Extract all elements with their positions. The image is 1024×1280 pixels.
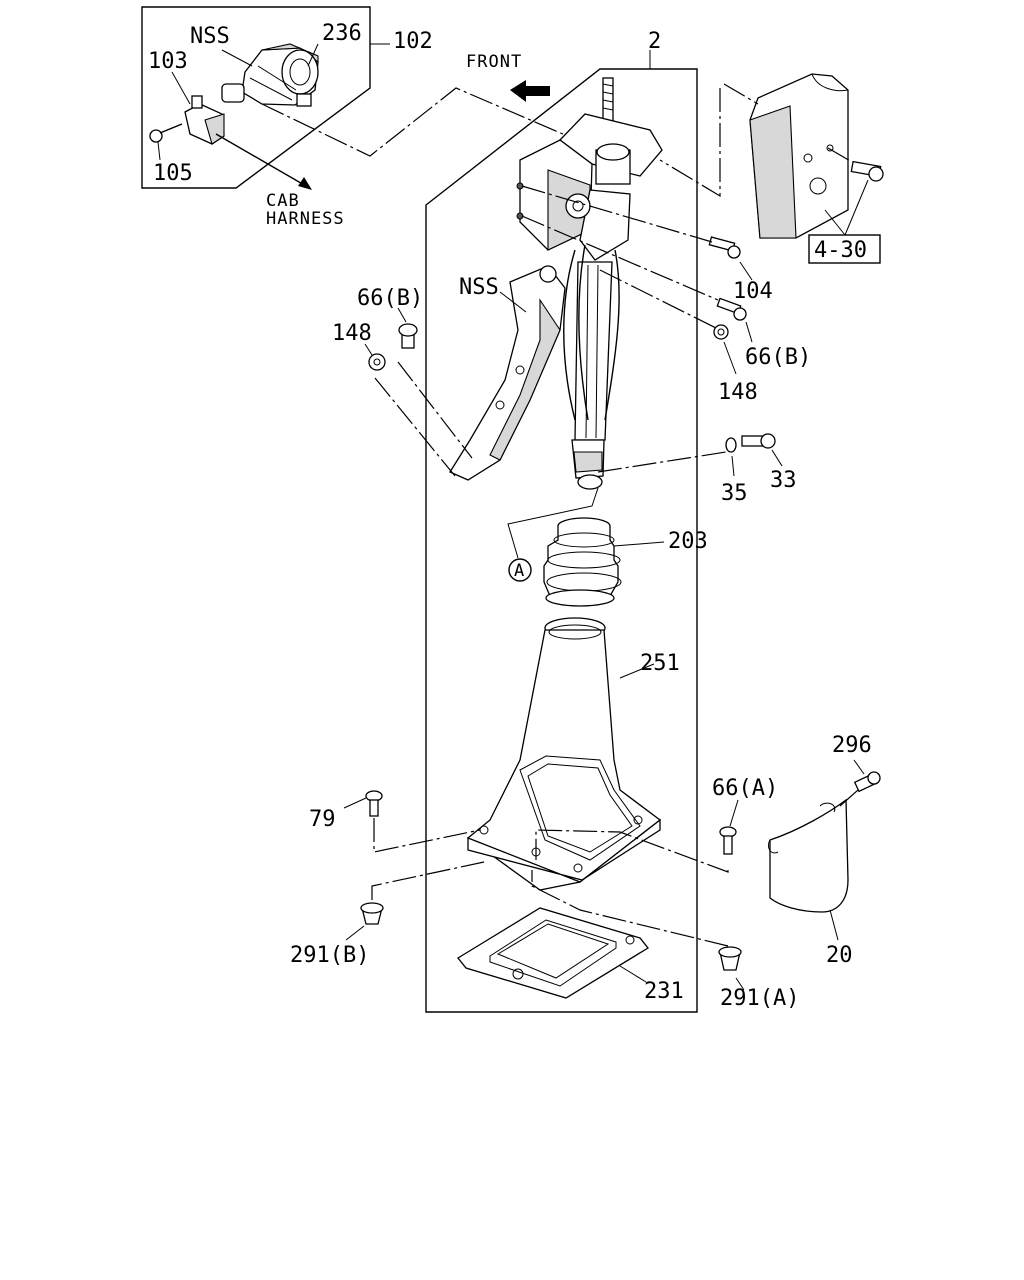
nut-291a [531,870,745,991]
gasket-231 [457,907,649,999]
bolt-33 [741,433,783,467]
side-bracket [659,73,849,239]
label-nss-inset: NSS [190,24,230,49]
label-cab: CAB [266,191,300,211]
main-assembly-box [425,50,698,1013]
bolt-296 [839,759,881,807]
ignition-switch [221,43,319,107]
label-231: 231 [644,979,684,1004]
label-ref-4-30: 4-30 [814,238,867,263]
label-291a: 291(A) [720,986,799,1011]
label-front: FRONT [466,52,522,72]
label-66b-left: 66(B) [357,286,423,311]
label-33: 33 [770,468,797,493]
front-arrow-icon [510,80,550,102]
bolt-4-30 [827,147,884,182]
reference-a-marker [508,558,532,582]
bolt-66b-right [521,215,753,343]
harness-arrow-icon [298,177,312,190]
boot-203 [543,517,665,607]
connector-103 [184,95,225,145]
leader-nss-main [499,291,527,313]
label-79: 79 [309,807,336,832]
nut-148-right [599,269,737,375]
label-harness: HARNESS [266,209,345,229]
label-a: A [514,561,525,581]
label-nss-main: NSS [459,275,499,300]
label-251: 251 [640,651,680,676]
label-291b: 291(B) [290,943,369,968]
cover-251 [466,617,662,891]
label-66a: 66(A) [712,776,778,801]
nut-148-left [364,343,456,477]
bolt-66b-left [397,307,473,459]
label-2: 2 [648,29,661,54]
screw-66a [535,799,739,873]
label-20: 20 [826,943,853,968]
label-236: 236 [322,21,362,46]
washer-35 [725,437,737,477]
screw-105 [149,123,183,143]
label-66b-right: 66(B) [745,345,811,370]
label-104: 104 [733,279,773,304]
inset-frame [141,6,371,189]
label-103: 103 [148,49,188,74]
label-148-left: 148 [332,321,372,346]
cover-20 [767,798,849,941]
label-296: 296 [832,733,872,758]
label-102: 102 [393,29,433,54]
bolt-104 [521,185,753,281]
label-203: 203 [668,529,708,554]
shift-lever-assembly [449,77,663,490]
inset-102-group [141,6,601,190]
label-35: 35 [721,481,748,506]
nut-291b [345,861,485,941]
label-105: 105 [153,161,193,186]
main-frame [425,68,698,1013]
screw-79 [343,790,481,853]
label-148-right: 148 [718,380,758,405]
